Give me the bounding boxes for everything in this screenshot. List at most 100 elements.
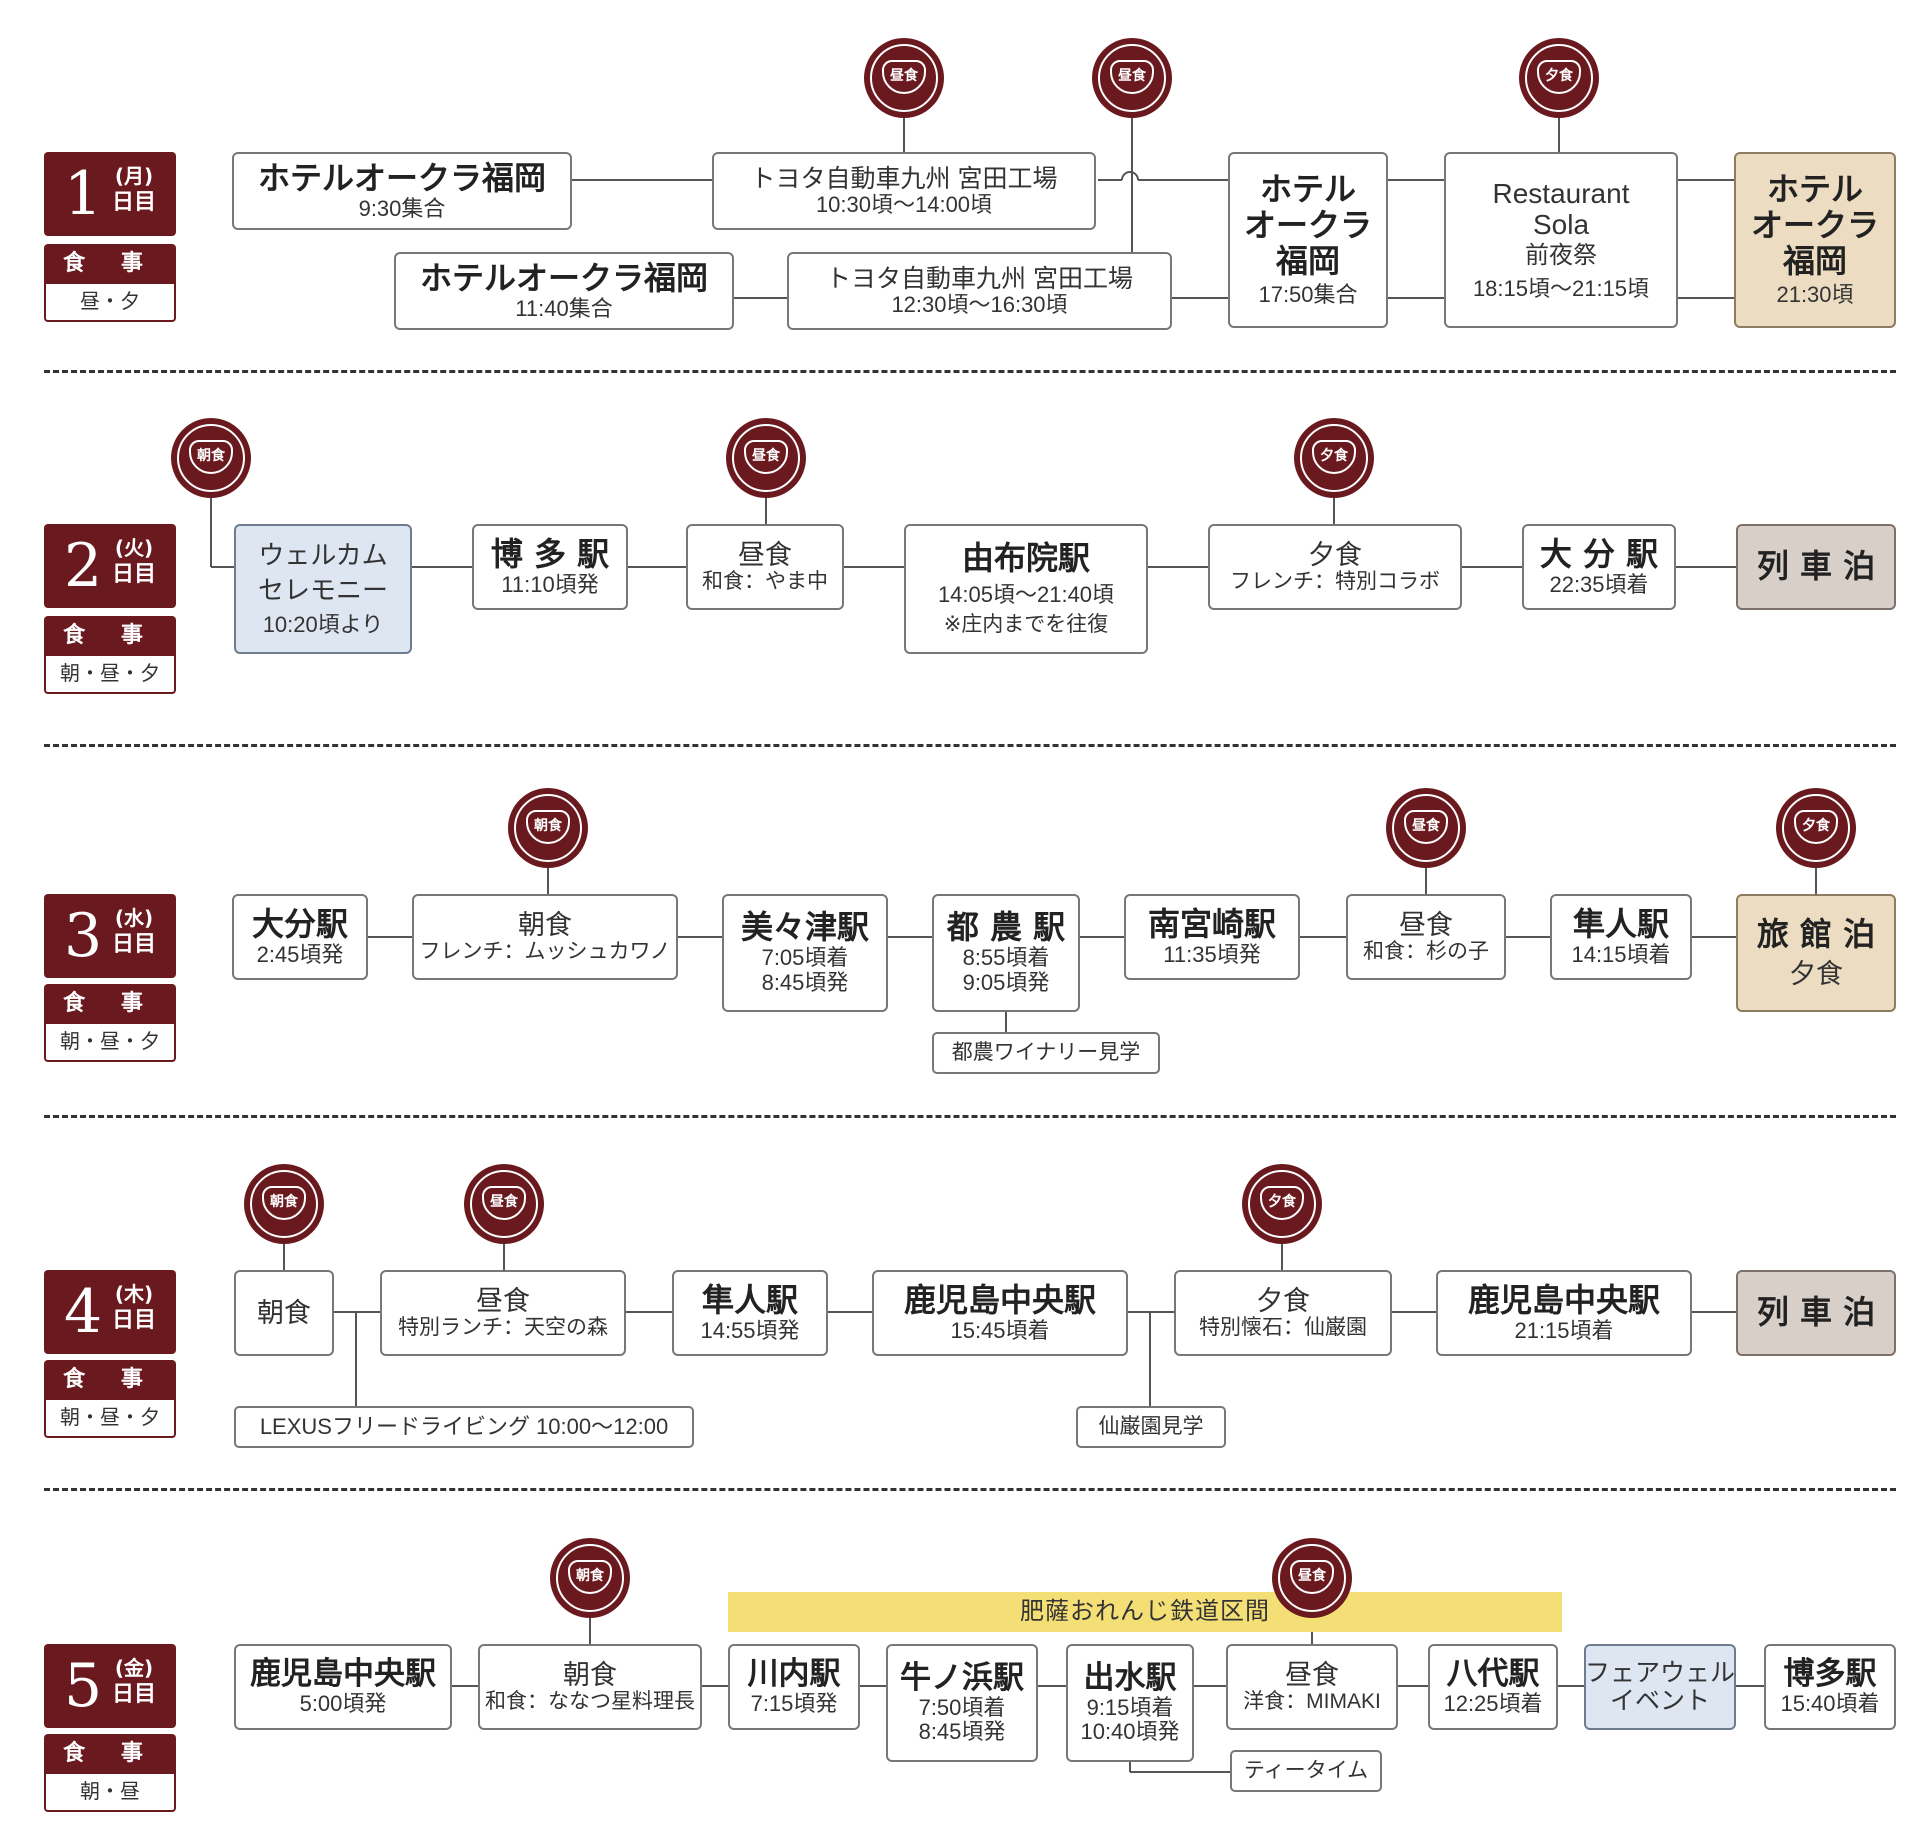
breakfast-icon: 朝食 — [550, 1538, 630, 1618]
stop-hotel-okura-stay: ホテル オークラ 福岡 21:30頃 — [1734, 152, 1896, 328]
stop-title-line: 福岡 — [1782, 241, 1847, 280]
stop-title: 牛ノ浜駅 — [900, 1660, 1024, 1697]
meal-value: 朝・昼・夕 — [44, 656, 176, 694]
stop-hotel-okura-1750: ホテル オークラ 福岡 17:50集合 — [1228, 152, 1388, 328]
day-of-week: (水) — [114, 906, 154, 930]
stop-farewell-event: フェアウェル イベント — [1584, 1644, 1736, 1730]
icon-label: 昼食 — [890, 68, 918, 84]
stop-subtitle: 前夜祭 — [1525, 241, 1597, 269]
stop-ushinohama-station: 牛ノ浜駅 7:50頃着 8:45頃発 — [886, 1644, 1038, 1762]
stop-ryokan-stay: 旅 館 泊 夕食 — [1736, 894, 1896, 1012]
stop-title: 夕食 — [1256, 1286, 1310, 1317]
stop-title: 由布院駅 — [961, 539, 1090, 578]
stop-title-line: Restaurant — [1492, 177, 1630, 209]
stop-title-line: フェアウェル — [1585, 1659, 1736, 1687]
stop-toyota-miyata-b: トヨタ自動車九州 宮田工場 12:30頃〜16:30頃 — [787, 252, 1172, 330]
stop-breakfast: 朝食 — [234, 1270, 334, 1356]
icon-label: 夕食 — [1320, 448, 1348, 464]
day-suffix: 日目 — [111, 932, 156, 957]
meal-value: 朝・昼 — [44, 1774, 176, 1812]
stop-time: 14:15頃着 — [1571, 941, 1671, 967]
lunch-icon: 昼食 — [726, 418, 806, 498]
stop-sendai-station: 川内駅 7:15頃発 — [728, 1644, 860, 1730]
meal-value: 朝・昼・夕 — [44, 1024, 176, 1062]
stop-yatsushiro-station: 八代駅 12:25頃着 — [1428, 1644, 1558, 1730]
stop-title: 隼人駅 — [1572, 904, 1669, 943]
stop-time: 14:05頃〜21:40頃 — [937, 581, 1115, 607]
stop-title: 博 多 駅 — [490, 534, 610, 573]
side-trip-label: ティータイム — [1243, 1759, 1369, 1783]
stop-title: 列 車 泊 — [1756, 1293, 1876, 1332]
stop-kagoshima-chuo-return: 鹿児島中央駅 21:15頃着 — [1436, 1270, 1692, 1356]
day-number: 2 — [64, 531, 103, 601]
lunch-icon: 昼食 — [1272, 1538, 1352, 1618]
stop-time: 21:15頃着 — [1514, 1317, 1614, 1343]
stop-hakata-station: 博 多 駅 11:10頃発 — [472, 524, 628, 610]
stop-title-line: ホテル — [1259, 169, 1356, 208]
icon-label: 夕食 — [1545, 68, 1573, 84]
stop-dinner-french: 夕食 フレンチ：特別コラボ — [1208, 524, 1462, 610]
day-1-badge: 1 (月) 日目 — [44, 152, 176, 236]
stop-note: ※庄内までを往復 — [943, 613, 1109, 637]
stop-time: 15:40頃着 — [1780, 1691, 1880, 1717]
stop-subtitle: 特別ランチ：天空の森 — [398, 1316, 608, 1340]
stop-title: 隼人駅 — [701, 1280, 798, 1319]
stop-title: 美々津駅 — [740, 908, 869, 947]
day-number: 3 — [64, 901, 103, 971]
stop-title-line: セレモニー — [257, 574, 388, 605]
stop-subtitle: フレンチ：ムッシュカワノ — [419, 940, 671, 964]
icon-label: 朝食 — [534, 818, 562, 834]
side-trip-senganen: 仙巌園見学 — [1076, 1406, 1226, 1448]
stop-subtitle: 洋食：MIMAKI — [1243, 1690, 1381, 1714]
stop-title: 昼食 — [738, 540, 792, 571]
stop-time: 15:45頃着 — [950, 1317, 1050, 1343]
stop-hayato-station: 隼人駅 14:55頃発 — [672, 1270, 828, 1356]
meal-value: 昼・夕 — [44, 284, 176, 322]
day-2-badge: 2 (火) 日目 — [44, 524, 176, 608]
stop-kagoshima-chuo-arrive: 鹿児島中央駅 15:45頃着 — [872, 1270, 1128, 1356]
day-number: 1 — [64, 159, 103, 229]
stop-title-line: ウェルカム — [258, 539, 388, 570]
meal-header: 食 事 — [44, 616, 176, 656]
stop-title: トヨタ自動車九州 宮田工場 — [826, 264, 1133, 293]
stop-time: 12:25頃着 — [1443, 1691, 1543, 1717]
side-trip-lexus-driving: LEXUSフリードライビング 10:00〜12:00 — [234, 1406, 694, 1448]
breakfast-icon: 朝食 — [244, 1164, 324, 1244]
lunch-icon: 昼食 — [864, 38, 944, 118]
stop-title: 南宮崎駅 — [1147, 904, 1276, 943]
stop-subtitle: フレンチ：特別コラボ — [1230, 570, 1440, 594]
stop-kagoshima-chuo-depart: 鹿児島中央駅 5:00頃発 — [234, 1644, 452, 1730]
icon-label: 朝食 — [197, 448, 225, 464]
day-of-week: (金) — [114, 1656, 154, 1680]
stop-time: 10:40頃発 — [1080, 1719, 1180, 1745]
stop-title: 列 車 泊 — [1756, 547, 1876, 586]
icon-label: 夕食 — [1802, 818, 1830, 834]
stop-title: 旅 館 泊 — [1756, 914, 1876, 953]
stop-time: 10:30頃〜14:00頃 — [815, 191, 993, 217]
stop-title: 鹿児島中央駅 — [1467, 1280, 1660, 1319]
stop-title-line: オークラ — [1243, 205, 1372, 244]
day-of-week: (木) — [114, 1282, 154, 1306]
side-trip-tsuno-winery: 都農ワイナリー見学 — [932, 1032, 1160, 1074]
stop-lunch-mimaki: 昼食 洋食：MIMAKI — [1226, 1644, 1398, 1730]
stop-subtitle: 夕食 — [1789, 958, 1843, 989]
icon-label: 夕食 — [1268, 1194, 1296, 1210]
stop-time: 11:40集合 — [515, 295, 613, 321]
stop-title: 大分駅 — [251, 904, 348, 943]
stop-time: 7:50頃着 — [918, 1694, 1006, 1720]
stop-title-line: ホテル — [1766, 169, 1863, 208]
day-number: 5 — [64, 1651, 103, 1721]
stop-oita-station: 大分駅 2:45頃発 — [232, 894, 368, 980]
stop-time: 2:45頃発 — [256, 941, 344, 967]
icon-label: 昼食 — [490, 1194, 518, 1210]
icon-label: 朝食 — [270, 1194, 298, 1210]
stop-train-overnight: 列 車 泊 — [1736, 1270, 1896, 1356]
stop-breakfast-nanatsuboshi: 朝食 和食：ななつ星料理長 — [478, 1644, 702, 1730]
icon-label: 昼食 — [752, 448, 780, 464]
stop-title: 出水駅 — [1083, 1660, 1177, 1697]
lunch-icon: 昼食 — [464, 1164, 544, 1244]
stop-oita-station: 大 分 駅 22:35頃着 — [1522, 524, 1676, 610]
lunch-icon: 昼食 — [1092, 38, 1172, 118]
